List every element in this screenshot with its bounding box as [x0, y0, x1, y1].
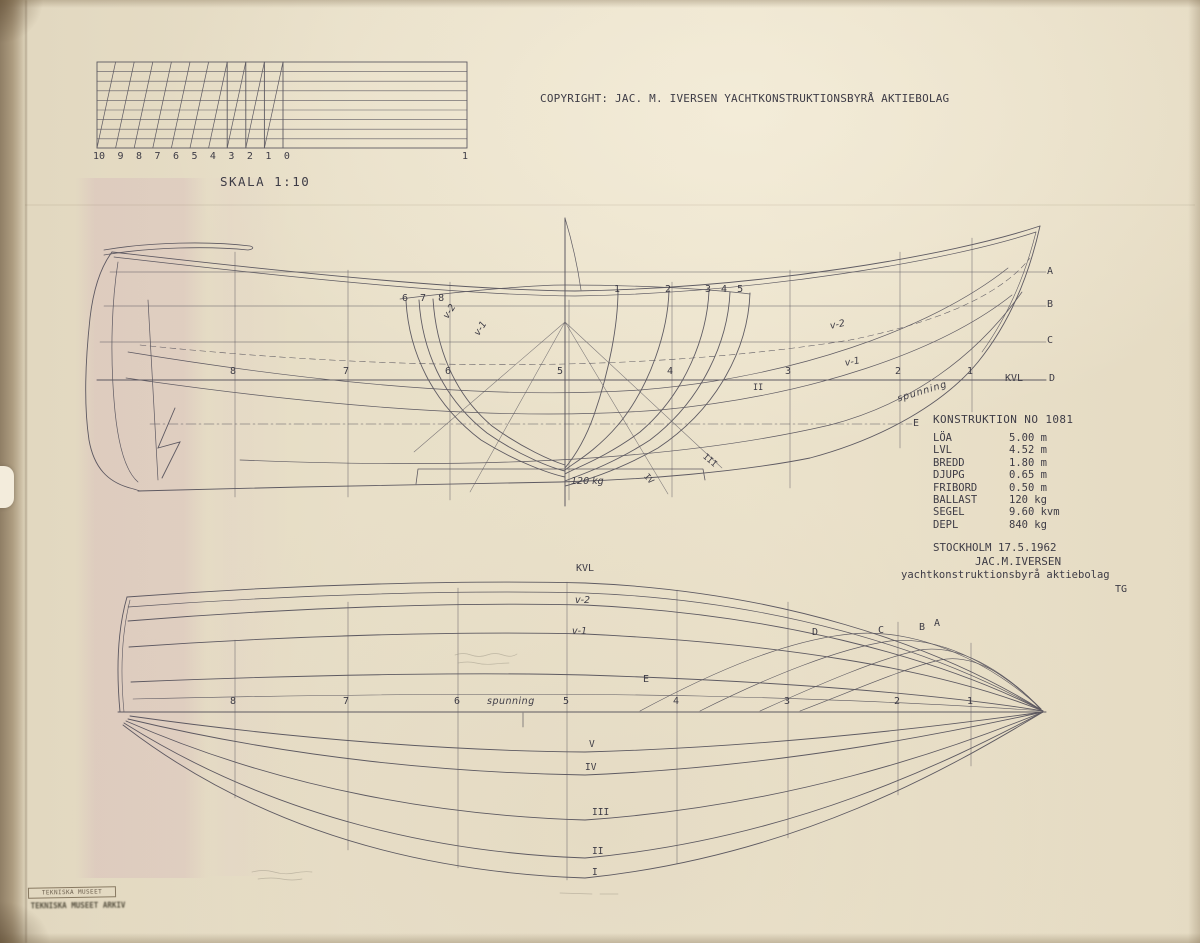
pencil-notes: [251, 653, 619, 895]
scale-tick: 2: [246, 151, 253, 162]
spec-label: FRIBORD: [933, 481, 978, 494]
plan-station-8: 8: [230, 696, 237, 707]
copyright-line: COPYRIGHT: JAC. M. IVERSEN YACHTKONSTRUK…: [540, 92, 950, 105]
plan-letter-c: C: [878, 625, 885, 636]
plan-station-7: 7: [343, 696, 350, 707]
plan-station-6: 6: [454, 696, 461, 707]
spec-label: DEPL: [933, 518, 959, 531]
spec-row: SEGEL 9.60 kvm: [933, 506, 1105, 518]
spec-value: 120 kg: [1009, 494, 1047, 507]
plan-roman-iv: IV: [585, 762, 597, 773]
profile-station-4: 4: [667, 366, 674, 377]
scale-bar-drawing: [96, 61, 468, 149]
spec-value: 9.60 kvm: [1009, 506, 1060, 519]
scale-tick: 7: [154, 151, 161, 162]
spec-row: BREDD 1.80 m: [933, 457, 1105, 469]
scale-label: SKALA 1:10: [220, 174, 311, 189]
profile-view-drawing: [85, 217, 1047, 507]
plan-station-3: 3: [784, 696, 791, 707]
bodyplan-sections-fwd: 3 4 5: [705, 284, 746, 295]
spec-row: LVL 4.52 m: [933, 444, 1105, 456]
spec-row: FRIBORD 0.50 m: [933, 482, 1105, 494]
scale-tick: 8: [135, 151, 143, 162]
drafter-initials: TG: [1115, 584, 1128, 595]
bodyplan-section-1: 1: [614, 284, 621, 295]
museum-stamp-box: TEKNISKA MUSEET: [27, 886, 117, 899]
spec-label: BALLAST: [933, 494, 978, 507]
profile-station-2: 2: [895, 366, 902, 377]
scale-tick: 5: [191, 151, 198, 162]
profile-station-3: 3: [785, 366, 792, 377]
spec-title: KONSTRUKTION NO 1081: [933, 413, 1074, 426]
kvl-label-profile: KVL: [1005, 373, 1024, 384]
waterline-letter-e: E: [913, 418, 920, 429]
plan-roman-ii: II: [592, 846, 604, 857]
profile-station-1: 1: [967, 366, 974, 377]
ballast-weight-label: 120 kg: [571, 476, 604, 487]
profile-roman-ii: II: [753, 383, 764, 393]
profile-station-8: 8: [230, 366, 237, 377]
waterline-letter-c: C: [1047, 335, 1054, 346]
spec-value: 0.50 m: [1009, 481, 1047, 494]
plan-letter-a: A: [934, 618, 941, 629]
plan-e-label: E: [643, 674, 650, 685]
spunning-label-plan: spunning: [487, 696, 535, 707]
scale-far-tick: 1: [462, 151, 469, 162]
plan-letter-b: B: [919, 622, 926, 633]
scale-tick-row: 10 9 8 7 6 5 4 3 2 1 0: [93, 151, 290, 162]
plan-station-5: 5: [563, 696, 570, 707]
plan-station-2: 2: [894, 696, 901, 707]
plan-roman-v: V: [589, 739, 595, 750]
spec-value: 840 kg: [1009, 518, 1047, 531]
spec-label: BREDD: [933, 456, 965, 469]
scale-tick: 6: [172, 151, 179, 162]
spec-row: LÖA 5.00 m: [933, 432, 1105, 444]
spec-row: DEPL 840 kg: [933, 519, 1105, 531]
designer-name: JAC.M.IVERSEN: [975, 555, 1062, 568]
spec-label: LVL: [933, 444, 952, 457]
plan-roman-i: I: [592, 867, 598, 878]
plan-station-4: 4: [673, 696, 680, 707]
spec-value: 0.65 m: [1009, 469, 1047, 482]
scale-tick: 9: [117, 151, 124, 162]
bodyplan-sections-aft: 6 7 8: [402, 293, 448, 304]
scale-tick: 10: [93, 151, 106, 162]
waterline-letter-d: D: [1049, 373, 1056, 384]
plan-v1-label: v-1: [572, 626, 588, 637]
waterline-letter-a: A: [1047, 266, 1054, 277]
kvl-label-plan: KVL: [576, 563, 595, 574]
plan-v2-label: v-2: [575, 595, 591, 606]
spec-label: SEGEL: [933, 506, 965, 519]
spec-value: 5.00 m: [1009, 432, 1047, 444]
bureau-name: yachtkonstruktionsbyrå aktiebolag: [901, 569, 1110, 581]
half-breadth-plan-drawing: [117, 581, 1047, 881]
construction-spec-table: KONSTRUKTION NO 1081 LÖA 5.00 m LVL 4.52 m…: [933, 413, 1105, 554]
plan-station-1: 1: [967, 696, 974, 707]
waterline-letter-b: B: [1047, 299, 1054, 310]
spec-label: DJUPG: [933, 469, 965, 482]
scale-tick: 1: [265, 151, 272, 162]
place-date: STOCKHOLM 17.5.1962: [933, 541, 1057, 555]
spec-value: 1.80 m: [1009, 456, 1047, 469]
museum-stamp-mark: TEKNISKA MUSEET ARKIV: [30, 900, 126, 911]
spec-row: DJUPG 0.65 m: [933, 469, 1105, 481]
scale-tick: 3: [228, 151, 235, 162]
profile-station-7: 7: [343, 366, 350, 377]
spec-value: 4.52 m: [1009, 444, 1047, 457]
scale-tick: 0: [283, 151, 290, 162]
bodyplan-section-2: 2: [665, 284, 672, 295]
scale-tick: 4: [209, 151, 216, 162]
plan-roman-iii: III: [592, 807, 610, 818]
plan-letter-d: D: [812, 627, 819, 638]
profile-station-6: 6: [445, 366, 452, 377]
spec-row: BALLAST 120 kg: [933, 494, 1105, 506]
spec-label: LÖA: [933, 432, 952, 444]
profile-station-5: 5: [557, 366, 564, 377]
